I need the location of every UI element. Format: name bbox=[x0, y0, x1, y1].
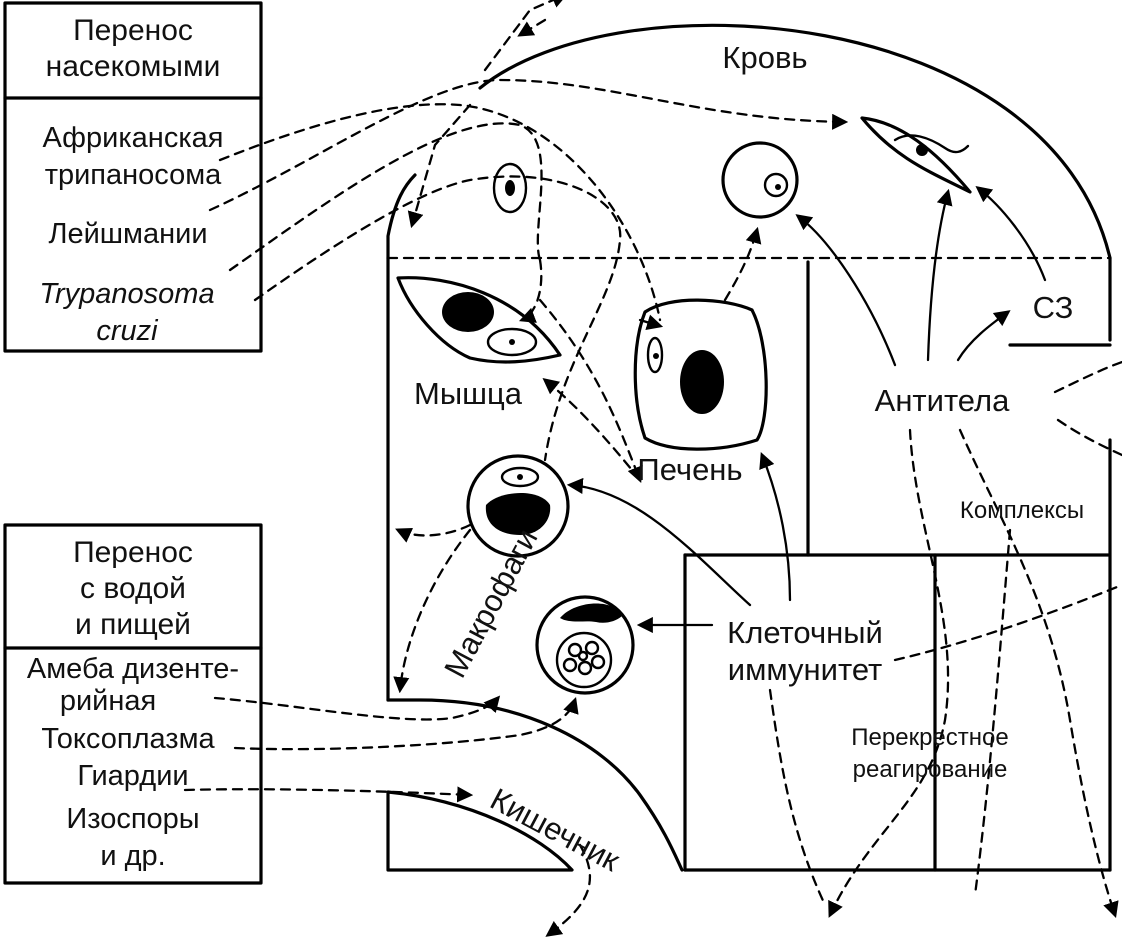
muscle-cell bbox=[396, 276, 562, 364]
intestine-wall bbox=[386, 698, 684, 872]
label-muscle: Мышца bbox=[414, 376, 523, 411]
leishmania-promastigote bbox=[492, 162, 528, 214]
blood-dome bbox=[386, 173, 417, 260]
item-isospora-1: Изоспоры bbox=[66, 803, 199, 835]
insect-box-header-line-2: насекомыми bbox=[46, 50, 221, 83]
item-leishmania: Лейшмании bbox=[48, 218, 207, 250]
label-cellular-immunity-2: иммунитет bbox=[728, 652, 883, 687]
label-complexes: Комплексы bbox=[960, 497, 1084, 524]
water-box-header-line-1: Перенос bbox=[73, 536, 193, 569]
label-complement: СЗ bbox=[1033, 290, 1074, 325]
macrophage-cell bbox=[466, 454, 570, 558]
label-cross-reaction-2: реагирование bbox=[853, 756, 1008, 783]
item-trypanosoma-cruzi-1: Trypanosoma bbox=[39, 278, 214, 310]
label-cross-reaction-1: Перекрестное bbox=[851, 724, 1008, 751]
item-amoeba-1: Амеба дизенте- bbox=[27, 653, 239, 685]
parasite-routes bbox=[183, 0, 1122, 937]
insect-box-header-line-1: Перенос bbox=[73, 14, 193, 47]
item-giardia: Гиардии bbox=[77, 760, 188, 792]
trypanosome-in-blood bbox=[860, 116, 972, 194]
water-food-transmission-box: Перенос с водой и пищей Амеба дизенте- р… bbox=[3, 523, 263, 885]
label-liver: Печень bbox=[637, 452, 742, 487]
insect-transmission-box: Перенос насекомыми Африканская трипаносо… bbox=[3, 1, 263, 353]
item-trypanosoma-cruzi-2: cruzi bbox=[96, 315, 159, 347]
item-toxoplasma: Токсоплазма bbox=[41, 723, 215, 755]
label-intestine: Кишечник bbox=[485, 781, 626, 878]
blood-cell bbox=[721, 141, 799, 219]
label-cellular-immunity-1: Клеточный bbox=[727, 615, 883, 650]
macrophage-with-cyst bbox=[535, 595, 635, 695]
item-amoeba-2: рийная bbox=[60, 685, 156, 717]
liver-cell bbox=[633, 298, 768, 451]
item-isospora-2: и др. bbox=[100, 840, 165, 872]
body-outline bbox=[386, 23, 1112, 872]
water-box-header-line-3: и пищей bbox=[75, 608, 191, 641]
label-blood: Кровь bbox=[722, 40, 807, 75]
immune-arrows bbox=[566, 186, 1047, 634]
item-african-trypanosome-1: Африканская bbox=[43, 122, 224, 154]
intestine-lumen bbox=[386, 790, 574, 872]
label-antibodies: Антитела bbox=[875, 383, 1010, 418]
item-african-trypanosome-2: трипаносома bbox=[45, 159, 222, 191]
water-box-header-line-2: с водой bbox=[80, 572, 186, 605]
